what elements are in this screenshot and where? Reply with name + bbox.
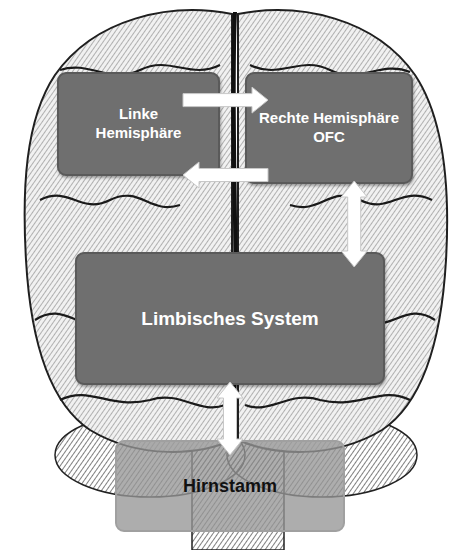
block-arrow <box>341 181 367 267</box>
gyrus <box>245 395 410 407</box>
node-label: Linke Hemisphäre <box>89 105 189 143</box>
block-arrow <box>183 87 268 113</box>
node-label: Rechte Hemisphäre OFC <box>254 109 404 147</box>
process-box: Rechte Hemisphäre OFC <box>245 72 413 184</box>
right-texture <box>238 10 447 452</box>
left-hemisphere <box>25 10 232 452</box>
process-box: Limbisches System <box>75 252 385 385</box>
right-hemisphere <box>238 10 447 452</box>
process-box: Hirnstamm <box>115 440 345 532</box>
left-texture <box>25 10 232 452</box>
gyrus <box>290 196 432 207</box>
gyrus <box>40 196 180 207</box>
node-label: Hirnstamm <box>183 475 277 498</box>
process-box: Linke Hemisphäre <box>57 72 220 176</box>
block-arrow <box>183 162 268 188</box>
node-label: Limbisches System <box>141 307 318 331</box>
gyrus <box>60 395 225 407</box>
block-arrow <box>217 382 243 455</box>
